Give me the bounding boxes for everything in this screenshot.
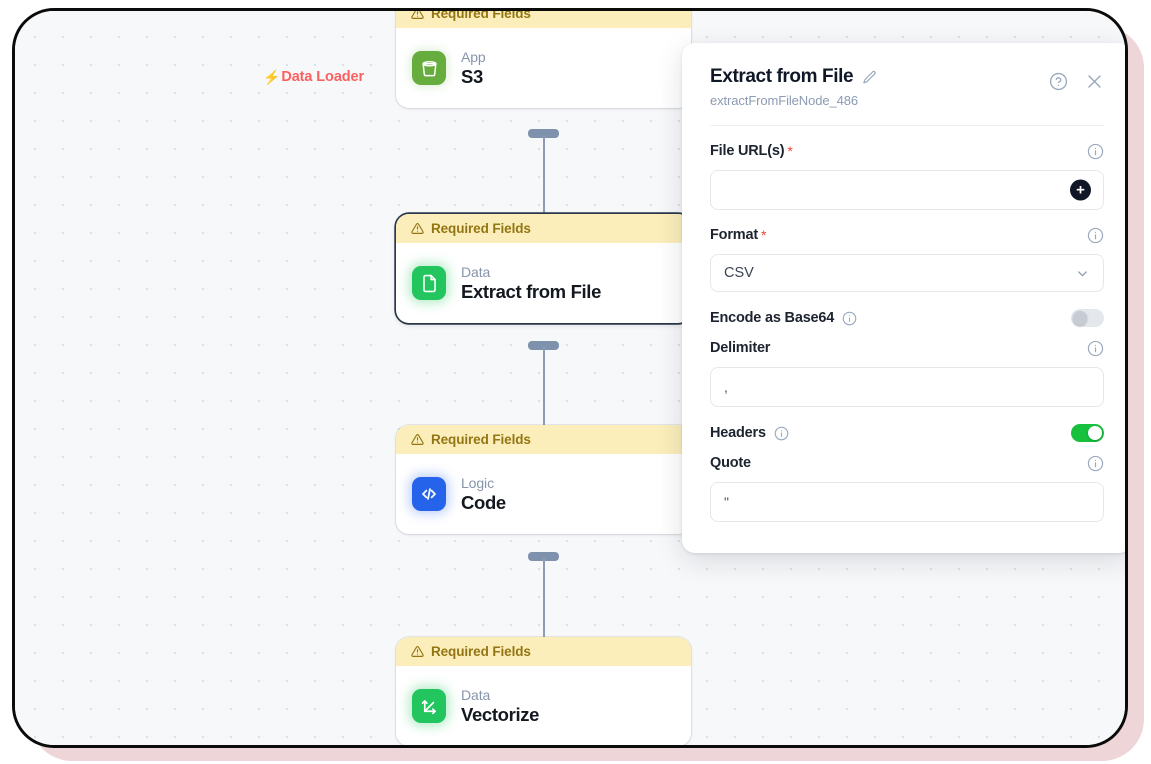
node-handle-s3-out[interactable]	[528, 129, 559, 138]
node-code[interactable]: Required Fields Logic Code	[396, 425, 691, 534]
node-handle-extract-out[interactable]	[528, 341, 559, 350]
toggle-knob	[1073, 311, 1087, 325]
field-encode-as-base64: Encode as Base64	[710, 292, 1104, 329]
node-s3[interactable]: Required Fields App S3	[396, 8, 691, 108]
encode-as-base64-toggle[interactable]	[1071, 309, 1104, 327]
code-glyph	[422, 488, 436, 500]
node-texts: Data Vectorize	[461, 687, 539, 726]
node-texts: Logic Code	[461, 475, 506, 514]
vector-arrows-icon	[412, 689, 446, 723]
node-kind: App	[461, 48, 486, 65]
question-circle-icon[interactable]	[1049, 72, 1068, 91]
node-kind: Data	[461, 686, 491, 703]
node-title: Extract from File	[461, 280, 602, 302]
node-body: App S3	[396, 28, 691, 108]
node-texts: Data Extract from File	[461, 264, 601, 303]
field-headers: Headers	[710, 407, 1104, 444]
format-selected-value: CSV	[724, 265, 754, 281]
code-brackets-icon	[412, 477, 446, 511]
node-banner-text: Required Fields	[431, 644, 531, 659]
node-title: S3	[461, 65, 483, 87]
field-label-row: Quote	[710, 452, 1104, 474]
node-vectorize[interactable]: Required Fields Data Vectorize	[396, 637, 691, 745]
field-format: Format * CSV	[710, 210, 1104, 292]
format-select[interactable]: CSV	[710, 254, 1104, 292]
chevron-down-icon	[1078, 270, 1087, 276]
edge-extract-to-code	[543, 347, 545, 433]
app-window: ⚡ Data Loader Required Fields App	[12, 8, 1128, 748]
info-icon[interactable]	[1087, 143, 1104, 160]
node-body: Logic Code	[396, 454, 691, 534]
node-texts: App S3	[461, 49, 486, 88]
add-file-url-button[interactable]: +	[1070, 179, 1091, 201]
required-marker: *	[787, 143, 793, 159]
file-urls-input[interactable]: +	[710, 170, 1104, 210]
node-banner-text: Required Fields	[431, 432, 531, 447]
field-label-row: File URL(s) *	[710, 140, 1104, 162]
panel-actions	[1049, 72, 1104, 91]
node-kind: Data	[461, 263, 491, 280]
field-label-row: Format *	[710, 224, 1104, 246]
edge-s3-to-extract	[543, 135, 545, 221]
field-label: Delimiter	[710, 340, 771, 356]
warning-triangle-icon	[411, 222, 424, 234]
group-label-text: Data Loader	[281, 69, 365, 85]
bucket-glyph	[421, 60, 437, 76]
vector-arrows-glyph	[421, 699, 436, 714]
flow-canvas[interactable]: ⚡ Data Loader Required Fields App	[15, 11, 1125, 745]
group-label-data-loader: ⚡ Data Loader	[263, 69, 364, 85]
warning-triangle-icon	[411, 433, 424, 445]
quote-input[interactable]: "	[710, 482, 1104, 522]
delimiter-value: ,	[724, 379, 728, 395]
node-handle-code-out[interactable]	[528, 552, 559, 561]
field-label: Headers	[710, 425, 766, 441]
bucket-icon	[412, 51, 446, 85]
info-icon[interactable]	[774, 426, 789, 441]
node-banner-required-fields: Required Fields	[396, 8, 691, 28]
headers-toggle[interactable]	[1071, 424, 1104, 442]
field-label-row: Delimiter	[710, 337, 1104, 359]
panel-header: Extract from File extractFromFileNode_48…	[710, 43, 1104, 126]
panel-node-id: extractFromFileNode_486	[710, 93, 858, 108]
node-body: Data Extract from File	[396, 243, 691, 323]
close-icon[interactable]	[1085, 72, 1104, 91]
node-settings-panel: Extract from File extractFromFileNode_48…	[682, 43, 1125, 553]
node-kind: Logic	[461, 474, 494, 491]
field-label: File URL(s)	[710, 143, 785, 159]
panel-title-row: Extract from File	[710, 66, 1104, 88]
edge-code-to-vectorize	[543, 558, 545, 644]
info-icon[interactable]	[1087, 455, 1104, 472]
node-banner-required-fields: Required Fields	[396, 214, 691, 243]
warning-triangle-icon	[411, 645, 424, 657]
node-banner-required-fields: Required Fields	[396, 637, 691, 666]
quote-value: "	[724, 494, 729, 510]
node-extract-from-file[interactable]: Required Fields Data Extract from File	[396, 214, 691, 323]
node-banner-required-fields: Required Fields	[396, 425, 691, 454]
document-icon	[412, 266, 446, 300]
panel-divider	[710, 125, 1104, 126]
field-label: Format	[710, 227, 758, 243]
info-icon[interactable]	[1087, 227, 1104, 244]
document-glyph	[422, 274, 436, 292]
field-label: Encode as Base64	[710, 310, 835, 326]
lightning-bolt-icon: ⚡	[263, 69, 281, 85]
node-title: Vectorize	[461, 703, 540, 725]
node-banner-text: Required Fields	[431, 221, 531, 236]
node-banner-text: Required Fields	[431, 8, 531, 21]
toggle-knob	[1088, 426, 1102, 440]
pencil-icon[interactable]	[862, 70, 877, 85]
delimiter-input[interactable]: ,	[710, 367, 1104, 407]
node-body: Data Vectorize	[396, 666, 691, 745]
field-quote: Quote "	[710, 444, 1104, 522]
warning-triangle-icon	[411, 11, 424, 19]
info-icon[interactable]	[842, 311, 857, 326]
required-marker: *	[760, 227, 767, 243]
info-icon[interactable]	[1087, 340, 1104, 357]
node-title: Code	[461, 491, 506, 513]
field-delimiter: Delimiter ,	[710, 329, 1104, 407]
field-label: Quote	[710, 455, 751, 471]
field-file-urls: File URL(s) * +	[710, 126, 1104, 210]
panel-title: Extract from File	[710, 66, 854, 87]
